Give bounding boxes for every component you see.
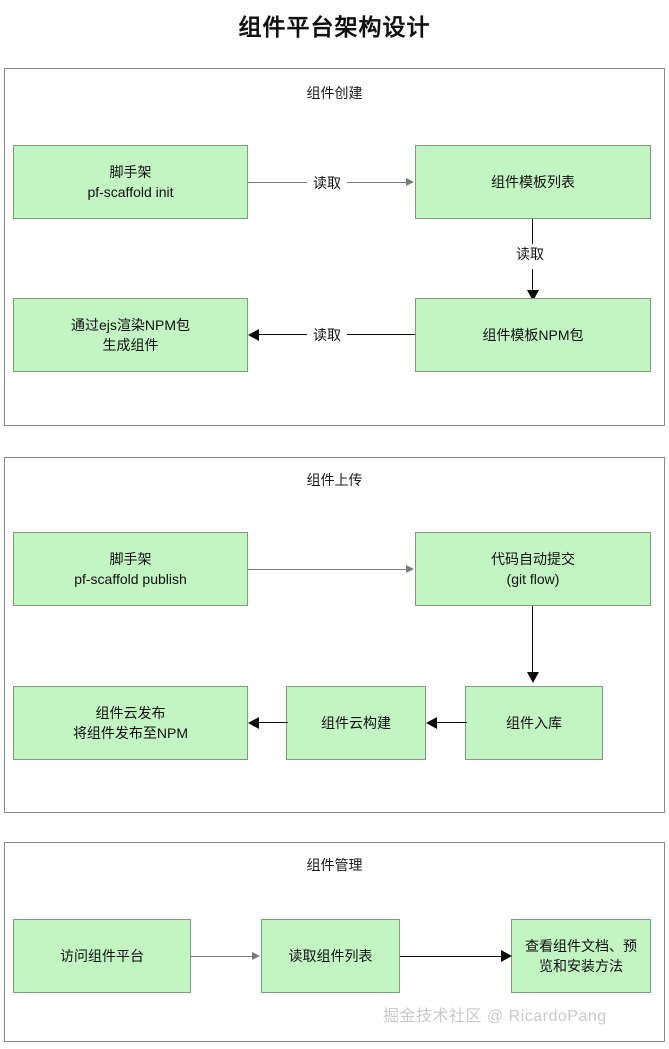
node-read-component-list[interactable]: 读取组件列表 [261, 919, 400, 993]
node-render-generate-line-2: 生成组件 [102, 337, 159, 353]
node-component-store[interactable]: 组件入库 [465, 686, 603, 760]
section-component-creation: 组件创建 脚手架 pf-scaffold init 组件模板列表 读取 读取 组… [4, 68, 665, 426]
node-template-list-line-1: 组件模板列表 [491, 173, 575, 190]
node-visit-platform[interactable]: 访问组件平台 [13, 919, 191, 993]
node-template-npm-package-line-1: 组件模板NPM包 [482, 326, 584, 343]
node-scaffold-init-line-1: 脚手架 [109, 163, 152, 180]
edge-label-npm-to-render-generate: 读取 [307, 325, 347, 345]
section-component-upload: 组件上传 脚手架 pf-scaffold publish 代码自动提交 (git… [4, 457, 665, 813]
edge-arrowhead-cloud-build-to-cloud-publish [248, 717, 259, 729]
node-scaffold-publish-line-2: pf-scaffold publish [74, 571, 187, 587]
node-template-npm-package[interactable]: 组件模板NPM包 [415, 298, 651, 372]
edge-label-template-list-to-template-npm-package: 读取 [510, 244, 550, 264]
node-render-generate[interactable]: 通过ejs渲染NPM包 生成组件 [13, 298, 248, 372]
edge-arrowhead-scaffold-init-to-template-list [406, 178, 414, 186]
edge-arrowhead-read-component-list-to-view-docs [501, 950, 512, 962]
node-view-docs-line-1: 查看组件文档、预 [525, 937, 637, 954]
node-auto-commit-line-1: 代码自动提交 [491, 550, 575, 567]
node-visit-platform-line-1: 访问组件平台 [60, 947, 144, 964]
edge-arrowhead-npm-to-render-generate [248, 329, 259, 341]
node-scaffold-publish[interactable]: 脚手架 pf-scaffold publish [13, 532, 248, 606]
edge-line-scaffold-publish-to-auto-commit [248, 569, 407, 570]
node-view-docs[interactable]: 查看组件文档、预 览和安装方法 [511, 919, 651, 993]
edge-arrowhead-template-list-to-template-npm-package [527, 290, 539, 301]
edge-arrowhead-scaffold-publish-to-auto-commit [406, 565, 414, 573]
edge-line-read-component-list-to-view-docs [400, 956, 502, 958]
section-title-component-upload: 组件上传 [306, 472, 363, 488]
node-cloud-build[interactable]: 组件云构建 [286, 686, 426, 760]
node-scaffold-init-line-2: pf-scaffold init [87, 184, 174, 200]
edge-line-component-store-to-cloud-build [435, 722, 467, 724]
section-title-component-management: 组件管理 [306, 857, 363, 873]
node-cloud-publish-line-2: 将组件发布至NPM [72, 725, 189, 741]
node-template-list[interactable]: 组件模板列表 [415, 145, 651, 219]
edge-arrowhead-component-store-to-cloud-build [426, 717, 437, 729]
node-auto-commit-line-2: (git flow) [506, 571, 560, 587]
watermark: 掘金技术社区 @ RicardoPang [383, 1008, 607, 1025]
node-auto-commit[interactable]: 代码自动提交 (git flow) [415, 532, 651, 606]
node-component-store-line-1: 组件入库 [506, 714, 562, 731]
node-view-docs-line-2: 览和安装方法 [539, 958, 623, 974]
section-title-component-creation: 组件创建 [306, 85, 363, 101]
node-cloud-publish-line-1: 组件云发布 [95, 704, 166, 721]
node-scaffold-publish-line-1: 脚手架 [109, 550, 152, 567]
section-component-management: 组件管理 访问组件平台 读取组件列表 查看组件文档、预 览和安装方法 [4, 842, 665, 1042]
edge-arrowhead-auto-commit-to-component-store [527, 672, 539, 683]
edge-label-scaffold-init-to-template-list: 读取 [307, 173, 347, 193]
page-title: 组件平台架构设计 [238, 14, 431, 40]
edge-line-cloud-build-to-cloud-publish [257, 722, 288, 724]
edge-line-template-list-to-npm-top [532, 219, 534, 246]
edge-arrowhead-visit-platform-to-read-component-list [252, 952, 260, 960]
edge-line-auto-commit-to-component-store [532, 606, 534, 676]
node-read-component-list-line-1: 读取组件列表 [288, 947, 373, 964]
edge-line-template-list-to-npm-bottom [532, 269, 534, 295]
node-cloud-build-line-1: 组件云构建 [321, 714, 391, 731]
node-scaffold-init[interactable]: 脚手架 pf-scaffold init [13, 145, 248, 219]
node-cloud-publish[interactable]: 组件云发布 将组件发布至NPM [13, 686, 248, 760]
node-render-generate-line-1: 通过ejs渲染NPM包 [70, 316, 190, 333]
edge-line-visit-platform-to-read-component-list [191, 956, 253, 957]
